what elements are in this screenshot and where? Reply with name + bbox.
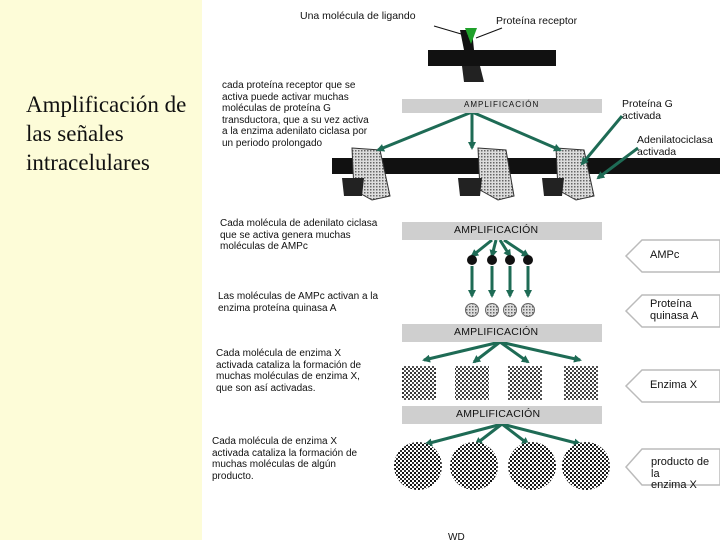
amplification-band: AMPLIFICACIÓN <box>402 222 602 240</box>
amplification-label: AMPLIFICACIÓN <box>464 100 540 109</box>
ligand-pointer-lines <box>433 25 503 39</box>
callout-ampc: AMPc <box>650 249 680 261</box>
step-description: Las moléculas de AMPc activan a la enzim… <box>218 291 379 314</box>
diagram-artwork <box>332 25 720 490</box>
receptor-arrows <box>376 110 562 152</box>
ligand-molecule <box>465 28 477 44</box>
cell-membrane <box>332 158 720 174</box>
amplification-label: AMPLIFICACIÓN <box>454 224 539 236</box>
callout-enzyme-x: Enzima X <box>650 379 698 391</box>
amplification-band: AMPLIFICACIÓN <box>402 324 602 342</box>
amplification-band: AMPLIFICACIÓN <box>402 406 602 424</box>
amplification-label: AMPLIFICACIÓN <box>456 408 541 420</box>
step-description: Cada molécula de enzima X activada catal… <box>216 348 362 394</box>
product-clusters <box>394 442 610 490</box>
step-description: cada proteína receptor que se activa pue… <box>222 80 369 149</box>
ligand-label: Una molécula de ligando <box>300 10 416 22</box>
g-protein-group <box>342 147 595 201</box>
receptor-membrane <box>428 30 556 82</box>
enzyme-x-clusters <box>402 366 598 400</box>
step-description: Cada molécula de adenilato ciclasa que s… <box>220 218 378 252</box>
callout-shapes <box>624 239 720 486</box>
kinase-arrows <box>422 340 582 364</box>
enzyme-x-arrows <box>424 422 582 447</box>
signal-amplification-figure: Una molécula de ligando Proteína recepto… <box>202 0 720 540</box>
amplification-label: AMPLIFICACIÓN <box>454 326 539 338</box>
protein-kinase-a-molecules <box>465 303 535 317</box>
callout-protein-kinase-a: Proteína quinasa A <box>650 298 699 322</box>
ampc-molecules <box>467 255 533 298</box>
callout-product: producto de la enzima X <box>651 456 710 491</box>
amplification-band: AMPLIFICACIÓN <box>402 99 602 113</box>
step-description: Cada molécula de enzima X activada catal… <box>212 436 358 482</box>
adenylate-cyclase-label: Adenilatociclasa activada <box>637 134 713 158</box>
label-pointer-lines <box>580 115 639 180</box>
receptor-label: Proteína receptor <box>496 15 578 27</box>
footer-fragment: WD <box>448 532 465 540</box>
slide-title: Amplificación de las señales intracelula… <box>26 92 187 175</box>
g-protein-label: Proteína G activada <box>622 98 673 122</box>
cyclase-arrows <box>470 238 530 258</box>
title-panel: Amplificación de las señales intracelula… <box>0 0 202 540</box>
